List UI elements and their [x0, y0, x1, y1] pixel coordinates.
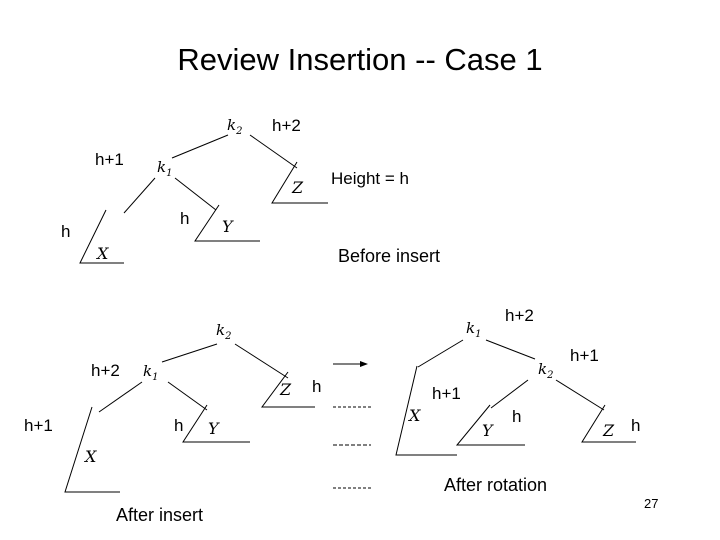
before-subtree-x-label: X: [95, 244, 109, 263]
after-rotation-subtree-x: [395, 365, 457, 456]
after-insert-subtree-z: [261, 371, 315, 408]
after-insert-y-height: h: [174, 416, 184, 435]
after-insert-node-k1: k1: [143, 362, 158, 383]
before-subtree-y-label: Y: [222, 217, 234, 236]
before-k2-height: h+2: [272, 116, 301, 135]
height-guides: [333, 406, 371, 489]
after-insert-subtree-x-label: X: [83, 447, 97, 466]
before-node-k2: k2: [227, 116, 242, 137]
transition-arrow: [333, 361, 368, 367]
after-rotation-edges: [417, 339, 605, 411]
before-y-height: h: [180, 209, 190, 228]
before-node-k1: k1: [157, 158, 172, 179]
after-rotation-subtree-z: [581, 404, 636, 443]
before-x-height: h: [61, 222, 71, 241]
after-rotation-subtree-y: [455, 404, 525, 446]
before-k1-height: h+1: [95, 150, 124, 169]
after-rotation-k1-height: h+2: [505, 306, 534, 325]
after-insert-subtree-y-label: Y: [208, 419, 220, 438]
after-rotation-x-height: h+1: [432, 384, 461, 403]
after-insert-edges: [98, 343, 289, 413]
before-subtree-y: [194, 204, 260, 242]
after-rotation-node-k2: k2: [538, 360, 553, 381]
after-insert-node-k2: k2: [216, 321, 231, 342]
after-rotation-node-k1: k1: [466, 319, 481, 340]
before-subtree-z: [271, 161, 328, 204]
after-rotation-y-height: h: [512, 407, 522, 426]
before-height-note: Height = h: [331, 169, 409, 188]
after-insert-k1-height: h+2: [91, 361, 120, 380]
before-edges: [123, 134, 298, 214]
after-insert-caption: After insert: [116, 505, 204, 525]
after-rotation-subtree-z-label: Z: [602, 421, 615, 440]
after-rotation-caption: After rotation: [444, 475, 548, 495]
after-rotation-z-height: h: [631, 416, 641, 435]
before-caption: Before insert: [338, 246, 441, 266]
slide-title: Review Insertion -- Case 1: [177, 42, 543, 77]
after-insert-subtree-y: [182, 404, 250, 443]
after-insert-z-height: h: [312, 377, 322, 396]
after-insert-x-height: h+1: [24, 416, 53, 435]
after-insert-subtree-z-label: Z: [279, 380, 292, 399]
page-number: 27: [644, 496, 659, 511]
after-rotation-subtree-x-label: X: [407, 406, 421, 425]
after-insert-subtree-x: [64, 406, 120, 493]
before-subtree-z-label: Z: [291, 178, 304, 197]
before-subtree-x: [79, 209, 124, 264]
after-rotation-k2-height: h+1: [570, 346, 599, 365]
after-rotation-subtree-y-label: Y: [482, 421, 494, 440]
